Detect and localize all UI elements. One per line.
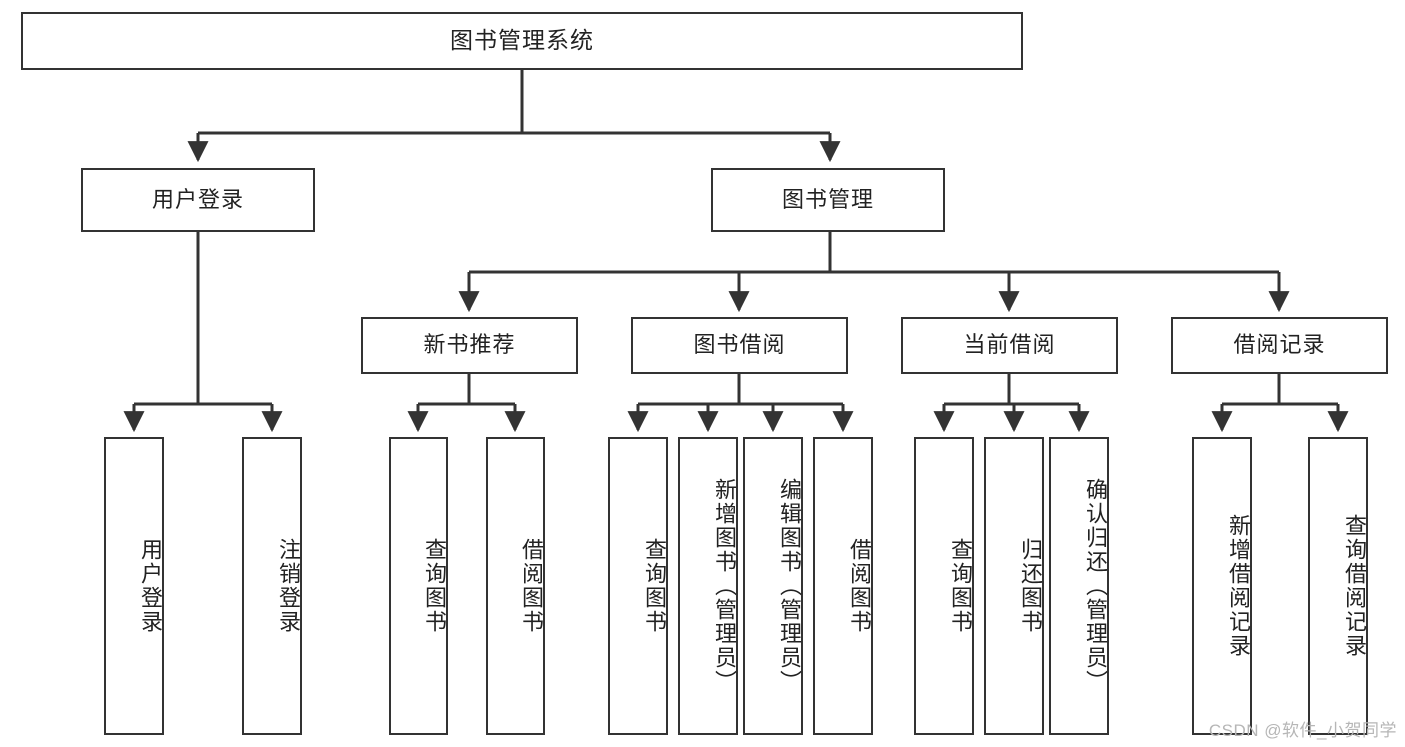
node-leaf-query-record[interactable]: 查询借阅记录 [1308,437,1368,735]
node-leaf-add-record-label: 新增借阅记录 [1226,514,1251,658]
node-leaf-logout-login-label: 注销登录 [276,538,301,634]
node-book-borrow-label: 图书借阅 [693,332,786,358]
node-leaf-borrow-book-2[interactable]: 借阅图书 [813,437,873,735]
node-current-borrow[interactable]: 当前借阅 [901,317,1118,374]
node-leaf-confirm-return[interactable]: 确认归还（管理员） [1049,437,1109,735]
node-leaf-query-book-3[interactable]: 查询图书 [914,437,974,735]
node-leaf-query-book-2[interactable]: 查询图书 [608,437,668,735]
node-leaf-add-book[interactable]: 新增图书（管理员） [678,437,738,735]
node-leaf-user-login-label: 用户登录 [138,538,163,634]
node-leaf-confirm-return-label: 确认归还（管理员） [1083,478,1108,694]
node-leaf-return-book[interactable]: 归还图书 [984,437,1044,735]
node-leaf-return-book-label: 归还图书 [1018,538,1043,634]
node-new-book-rec[interactable]: 新书推荐 [361,317,578,374]
node-leaf-borrow-book-1-label: 借阅图书 [519,538,544,634]
node-leaf-user-login[interactable]: 用户登录 [104,437,164,735]
node-leaf-edit-book[interactable]: 编辑图书（管理员） [743,437,803,735]
csdn-watermark: CSDN @软件_小贺同学 [1208,721,1397,740]
node-book-manage-label: 图书管理 [781,186,874,212]
node-leaf-borrow-book-1[interactable]: 借阅图书 [486,437,545,735]
node-leaf-query-book-2-label: 查询图书 [642,538,667,634]
node-leaf-logout-login[interactable]: 注销登录 [242,437,302,735]
node-leaf-edit-book-label: 编辑图书（管理员） [777,478,802,694]
node-user-login[interactable]: 用户登录 [81,168,315,232]
node-leaf-add-record[interactable]: 新增借阅记录 [1192,437,1252,735]
node-borrow-record-label: 借阅记录 [1233,332,1326,358]
node-borrow-record[interactable]: 借阅记录 [1171,317,1388,374]
node-leaf-query-record-label: 查询借阅记录 [1342,514,1367,658]
node-leaf-query-book-1[interactable]: 查询图书 [389,437,448,735]
node-new-book-rec-label: 新书推荐 [423,332,516,358]
node-leaf-query-book-1-label: 查询图书 [422,538,447,634]
node-leaf-borrow-book-2-label: 借阅图书 [847,538,872,634]
node-book-borrow[interactable]: 图书借阅 [631,317,848,374]
node-root-label: 图书管理系统 [450,27,594,54]
node-book-manage[interactable]: 图书管理 [711,168,945,232]
node-root[interactable]: 图书管理系统 [21,12,1023,70]
node-user-login-label: 用户登录 [151,186,244,212]
node-leaf-query-book-3-label: 查询图书 [948,538,973,634]
node-current-borrow-label: 当前借阅 [963,332,1056,358]
node-leaf-add-book-label: 新增图书（管理员） [712,478,737,694]
